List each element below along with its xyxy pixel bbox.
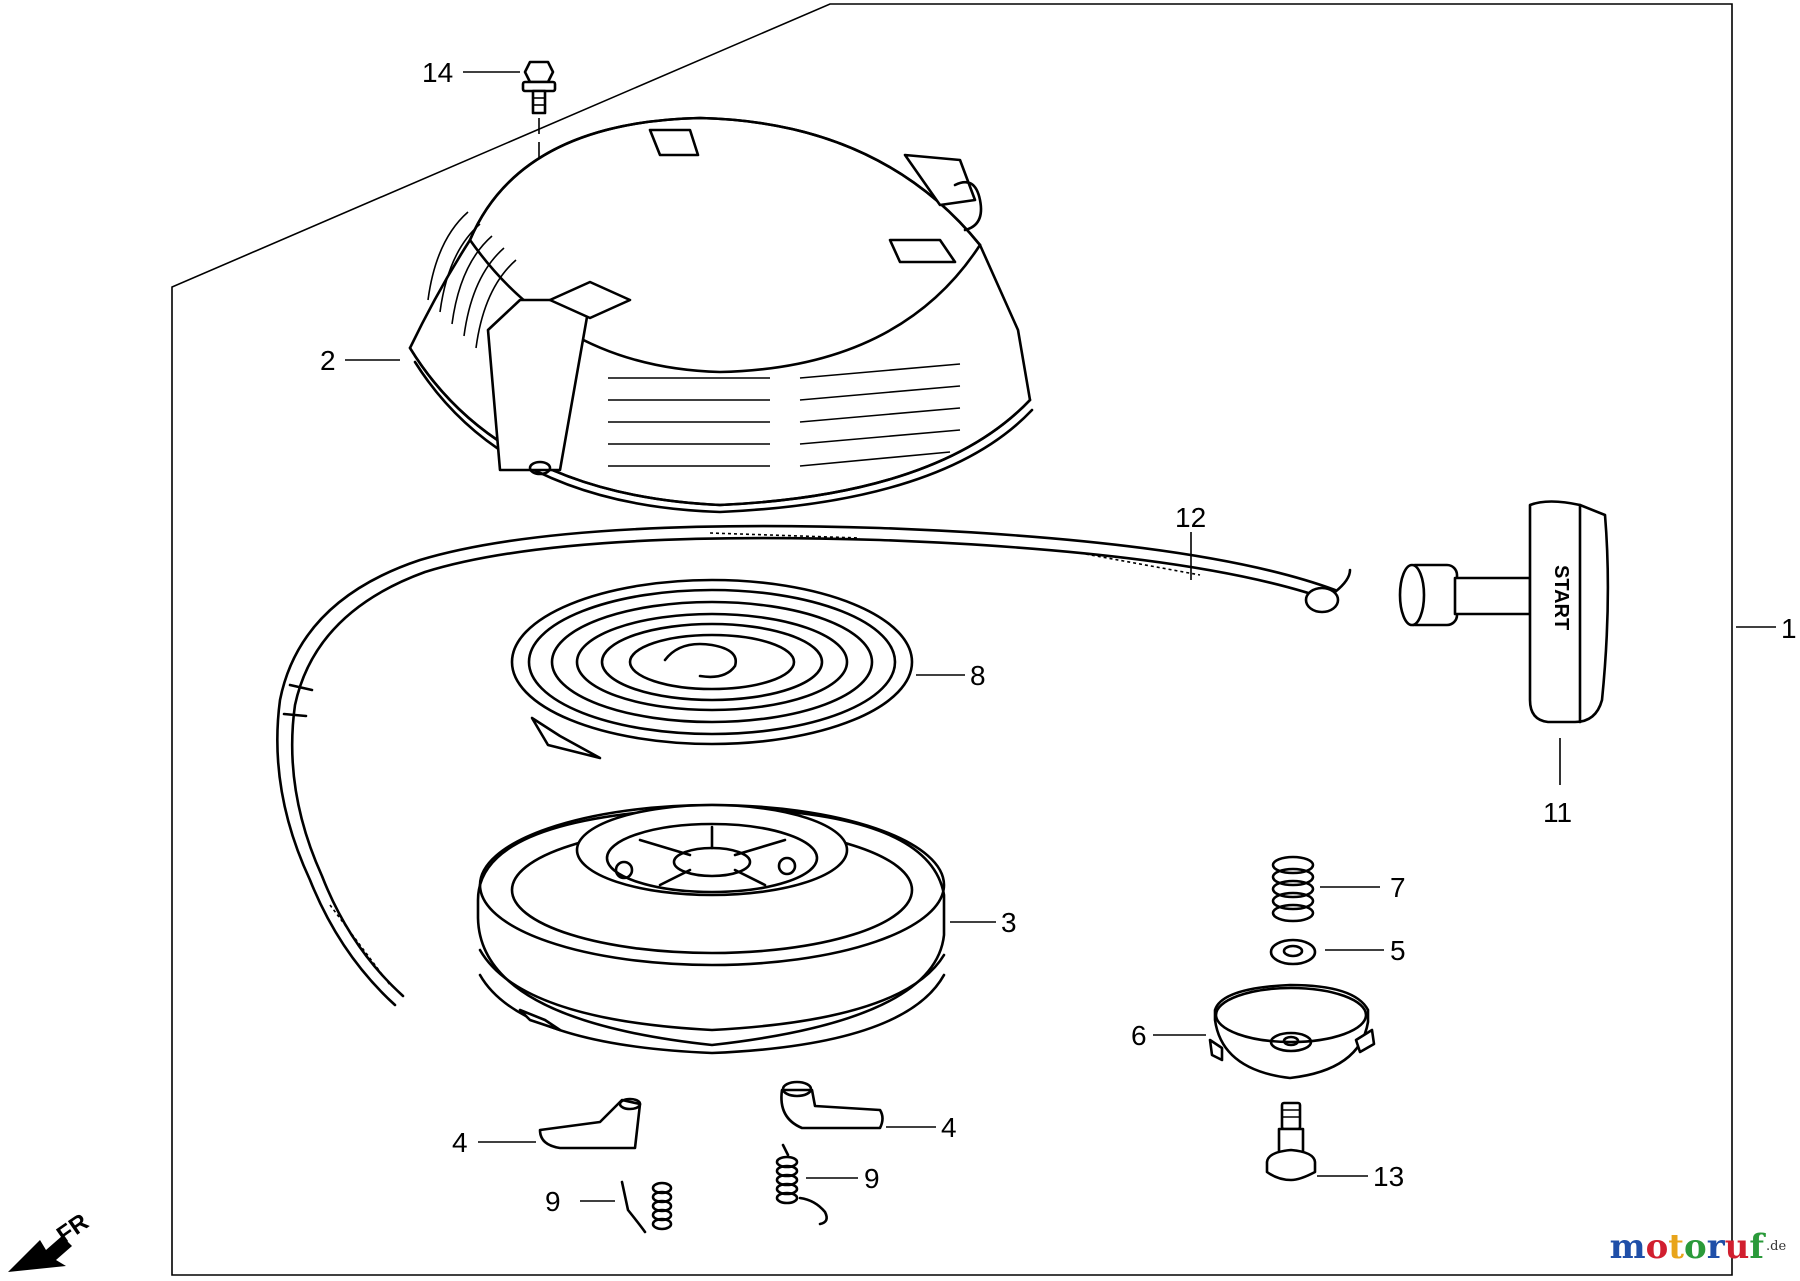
callout-4-left: 4 <box>452 1127 468 1158</box>
part-6-friction-plate <box>1208 983 1376 1080</box>
part-7-spring <box>1271 855 1315 923</box>
part-13-setting-bolt <box>1265 1101 1317 1182</box>
callout-9-left: 9 <box>545 1186 561 1217</box>
logo-suffix: .de <box>1766 1239 1786 1254</box>
callout-8: 8 <box>970 660 986 691</box>
callout-5: 5 <box>1390 935 1406 966</box>
part-4-ratchet-right <box>780 1080 884 1130</box>
assembly-frame <box>171 3 1733 1276</box>
part-5-washer <box>1269 938 1317 966</box>
front-direction-arrow: FR <box>8 1208 94 1272</box>
callout-1: 1 <box>1781 613 1797 644</box>
part-9-return-spring-right <box>775 1143 828 1226</box>
callout-12: 12 <box>1175 502 1206 533</box>
part-4-ratchet-left <box>538 1097 642 1150</box>
callout-2: 2 <box>320 345 336 376</box>
part-11-starter-handle: START <box>1398 500 1610 724</box>
callout-3: 3 <box>1001 907 1017 938</box>
part-9-return-spring-left <box>620 1180 673 1234</box>
callout-7: 7 <box>1390 872 1406 903</box>
callout-9-right: 9 <box>864 1163 880 1194</box>
callout-6: 6 <box>1131 1020 1147 1051</box>
part-8-recoil-spring <box>510 578 914 760</box>
callout-14: 14 <box>422 57 453 88</box>
handle-start-text: START <box>1550 565 1572 630</box>
callout-13: 13 <box>1373 1161 1404 1192</box>
part-12-starter-rope <box>276 524 1352 1007</box>
motoruf-logo: motoruf .de <box>1610 1227 1787 1267</box>
leader-lines <box>345 71 1776 1202</box>
callout-11: 11 <box>1543 797 1572 828</box>
part-2-starter-cover <box>408 116 1034 514</box>
svg-text:motoruf: motoruf <box>1610 1227 1767 1267</box>
part-14-bolt <box>521 60 557 115</box>
callout-4-right: 4 <box>941 1112 957 1143</box>
part-3-reel <box>476 803 946 1055</box>
